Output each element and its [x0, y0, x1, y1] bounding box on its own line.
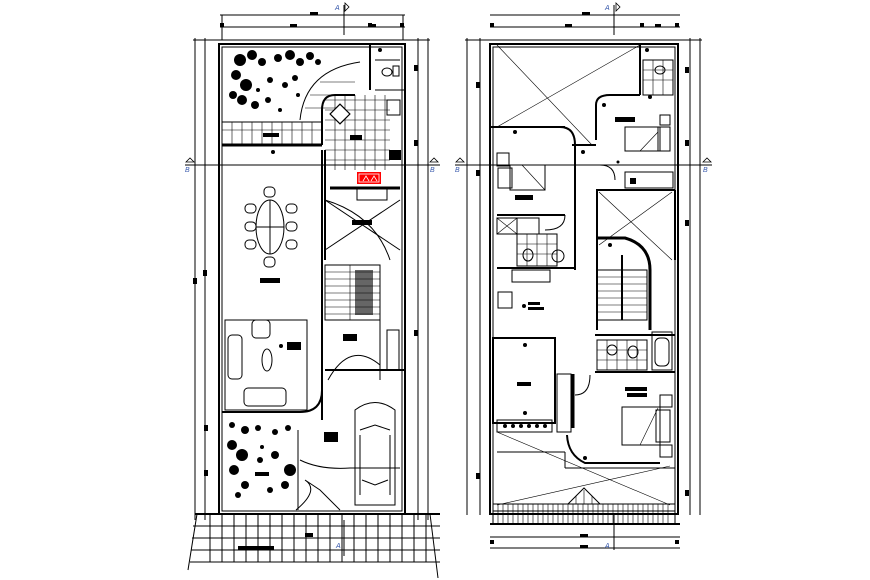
front-garden [227, 422, 341, 511]
section-marker-b-right-upper: B [703, 167, 708, 174]
front-balcony [490, 487, 680, 525]
study [492, 337, 556, 433]
section-marker-a-bottom: A [335, 543, 341, 550]
garage [299, 402, 400, 506]
master-bedroom [556, 373, 673, 464]
stair [596, 190, 676, 330]
bath-1 [642, 48, 674, 99]
section-marker-b-right: B [430, 167, 435, 174]
bedroom-1 [490, 126, 596, 270]
section-marker-b-left-upper: B [455, 167, 460, 174]
void-front [496, 431, 675, 506]
void-rear [496, 44, 641, 146]
upper-floor-plan: A B B [455, 2, 712, 550]
section-marker-a-bottom-upper: A [604, 543, 610, 550]
bath-2 [496, 214, 575, 269]
kitchen [321, 94, 401, 420]
rear-garden [221, 50, 361, 154]
section-marker-a-top-upper: A [604, 5, 610, 12]
bath-3 [595, 331, 675, 373]
living-room [222, 319, 323, 413]
service-bath [369, 44, 405, 91]
dining-room [244, 186, 298, 283]
section-marker-a-top: A [334, 5, 340, 12]
family-room [497, 269, 551, 310]
sidewalk: A [187, 513, 440, 579]
ground-floor-plan: A B B [185, 2, 440, 579]
section-marker-b-left: B [185, 167, 190, 174]
bedroom-2 [595, 94, 675, 191]
stair-hall [324, 199, 405, 381]
